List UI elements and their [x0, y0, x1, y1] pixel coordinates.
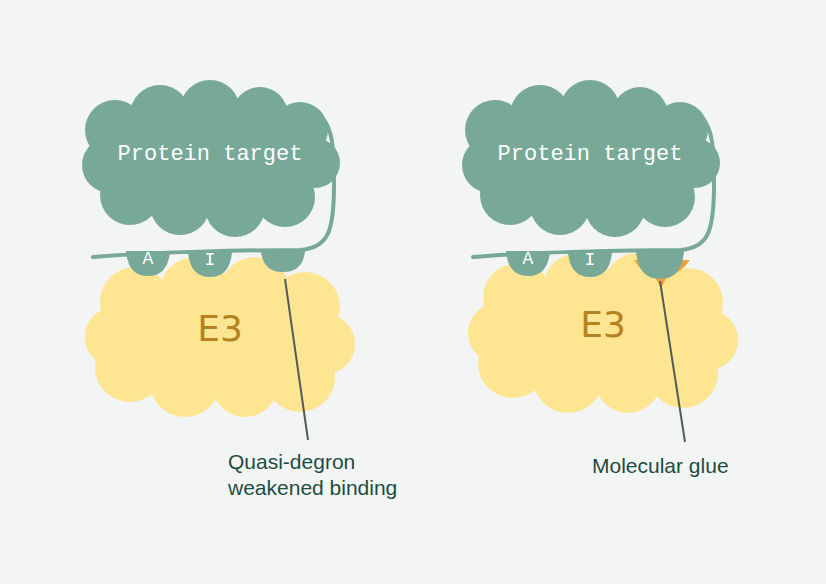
node-text: I	[585, 251, 596, 271]
node-text: E3	[197, 309, 243, 349]
node-text: I	[205, 251, 216, 271]
node-text: Protein target	[498, 143, 683, 167]
protein-target: Protein target	[465, 85, 715, 240]
protein-target: Protein target	[85, 85, 335, 240]
node-text: Protein target	[118, 143, 303, 167]
degron-motif: A	[506, 250, 550, 278]
node-text: E3	[580, 305, 626, 345]
e3-ligase: E3	[478, 258, 728, 408]
degron-motif: I	[188, 251, 232, 279]
node-text: A	[523, 250, 534, 270]
node-text: A	[143, 250, 154, 270]
callout-label: Quasi-degron weakened binding	[228, 449, 428, 501]
degron-motif: I	[568, 251, 612, 279]
callout-label: Molecular glue	[592, 453, 812, 479]
e3-ligase: E3	[95, 262, 345, 412]
degron-motif: A	[126, 250, 170, 278]
